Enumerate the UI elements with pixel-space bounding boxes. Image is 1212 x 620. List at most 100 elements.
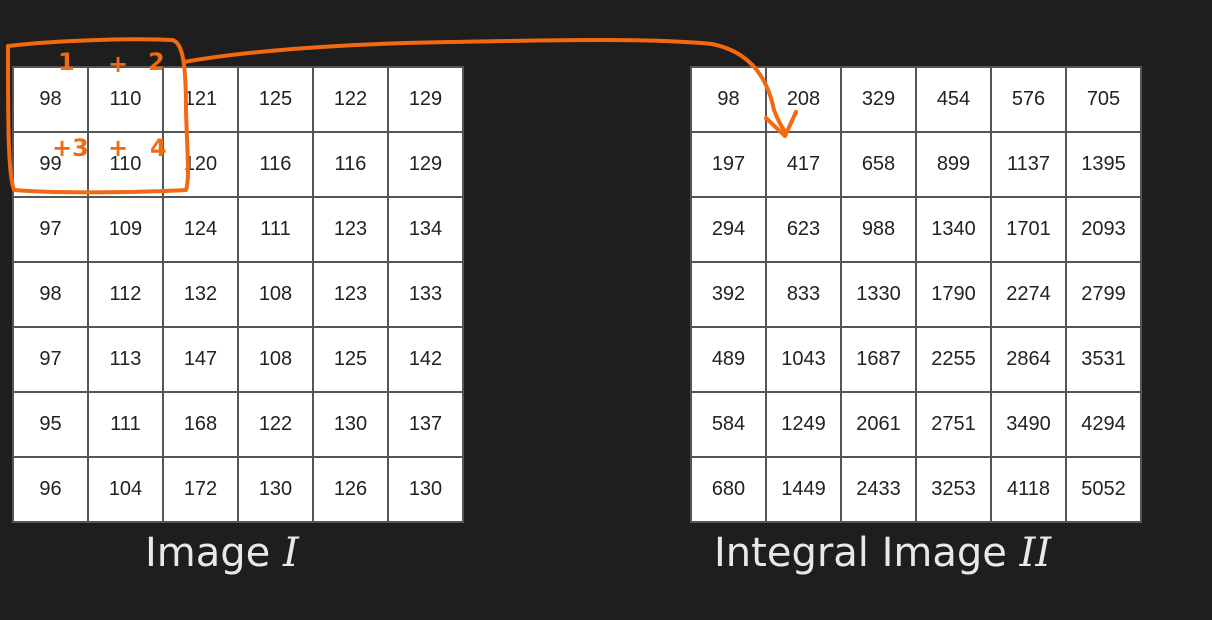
integral-cell: 1249 [765, 391, 842, 458]
integral-cell: 2274 [990, 261, 1067, 328]
image-cell: 123 [312, 196, 389, 263]
image-cell: 132 [162, 261, 239, 328]
image-cell: 96 [12, 456, 89, 523]
integral-cell: 988 [840, 196, 917, 263]
integral-cell: 623 [765, 196, 842, 263]
image-caption: Image I [145, 530, 299, 576]
image-cell: 97 [12, 196, 89, 263]
image-cell: 142 [387, 326, 464, 393]
image-cell: 98 [12, 261, 89, 328]
image-cell: 122 [237, 391, 314, 458]
image-cell: 95 [12, 391, 89, 458]
image-cell: 124 [162, 196, 239, 263]
integral-cell: 3490 [990, 391, 1067, 458]
integral-cell: 2433 [840, 456, 917, 523]
integral-cell: 392 [690, 261, 767, 328]
integral-cell: 98 [690, 66, 767, 133]
image-cell: 98 [12, 66, 89, 133]
image-cell: 147 [162, 326, 239, 393]
image-cell: 111 [237, 196, 314, 263]
integral-cell: 208 [765, 66, 842, 133]
integral-cell: 2751 [915, 391, 992, 458]
image-cell: 168 [162, 391, 239, 458]
image-caption-symbol: I [283, 530, 299, 576]
integral-cell: 454 [915, 66, 992, 133]
integral-caption-symbol: II [1019, 530, 1052, 576]
image-cell: 120 [162, 131, 239, 198]
image-cell: 130 [312, 391, 389, 458]
image-cell: 116 [237, 131, 314, 198]
integral-cell: 680 [690, 456, 767, 523]
integral-cell: 2255 [915, 326, 992, 393]
integral-cell: 1790 [915, 261, 992, 328]
integral-cell: 2799 [1065, 261, 1142, 328]
integral-cell: 197 [690, 131, 767, 198]
image-cell: 108 [237, 261, 314, 328]
image-cell: 125 [312, 326, 389, 393]
integral-cell: 1330 [840, 261, 917, 328]
image-cell: 130 [237, 456, 314, 523]
image-cell: 111 [87, 391, 164, 458]
image-cell: 126 [312, 456, 389, 523]
image-cell: 125 [237, 66, 314, 133]
integral-cell: 2093 [1065, 196, 1142, 263]
integral-cell: 705 [1065, 66, 1142, 133]
integral-cell: 329 [840, 66, 917, 133]
image-cell: 109 [87, 196, 164, 263]
integral-cell: 5052 [1065, 456, 1142, 523]
image-caption-text: Image [145, 530, 283, 576]
image-cell: 110 [87, 66, 164, 133]
image-cell: 130 [387, 456, 464, 523]
integral-cell: 3531 [1065, 326, 1142, 393]
image-cell: 121 [162, 66, 239, 133]
image-cell: 137 [387, 391, 464, 458]
image-cell: 108 [237, 326, 314, 393]
image-cell: 122 [312, 66, 389, 133]
image-cell: 104 [87, 456, 164, 523]
image-cell: 123 [312, 261, 389, 328]
integral-cell: 1043 [765, 326, 842, 393]
image-cell: 129 [387, 131, 464, 198]
integral-cell: 658 [840, 131, 917, 198]
image-cell: 129 [387, 66, 464, 133]
image-cell: 172 [162, 456, 239, 523]
integral-cell: 2061 [840, 391, 917, 458]
integral-cell: 1395 [1065, 131, 1142, 198]
image-cell: 116 [312, 131, 389, 198]
integral-cell: 1340 [915, 196, 992, 263]
integral-caption-text: Integral Image [714, 530, 1020, 576]
integral-cell: 1701 [990, 196, 1067, 263]
image-cell: 110 [87, 131, 164, 198]
integral-cell: 417 [765, 131, 842, 198]
integral-cell: 4294 [1065, 391, 1142, 458]
image-cell: 113 [87, 326, 164, 393]
integral-cell: 899 [915, 131, 992, 198]
image-cell: 134 [387, 196, 464, 263]
integral-cell: 1449 [765, 456, 842, 523]
image-cell: 97 [12, 326, 89, 393]
integral-cell: 833 [765, 261, 842, 328]
image-cell: 99 [12, 131, 89, 198]
integral-cell: 3253 [915, 456, 992, 523]
integral-cell: 294 [690, 196, 767, 263]
integral-cell: 1687 [840, 326, 917, 393]
integral-cell: 1137 [990, 131, 1067, 198]
image-cell: 133 [387, 261, 464, 328]
image-cell: 112 [87, 261, 164, 328]
integral-cell: 489 [690, 326, 767, 393]
integral-cell: 4118 [990, 456, 1067, 523]
